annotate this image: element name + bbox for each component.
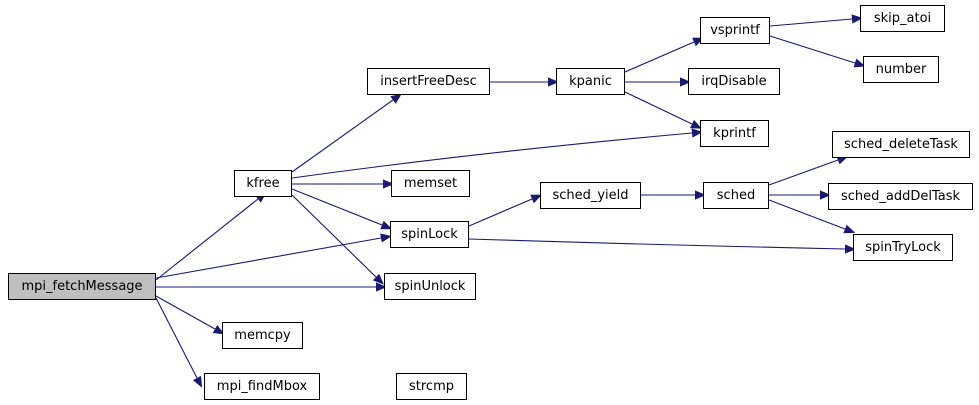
edge-kpanic-to-kprintf	[624, 91, 702, 129]
arrowhead-kpanic	[548, 77, 559, 87]
arrowhead-spinUnlock	[376, 282, 387, 292]
graph-node-label: sched	[716, 188, 756, 203]
edge-mpi_fetchMessage-to-spinUnlock	[156, 282, 387, 292]
arrowhead-sched_yield	[530, 194, 543, 204]
edge-mpi_fetchMessage-to-kfree	[155, 192, 267, 281]
graph-node-label: mpi_fetchMessage	[21, 279, 143, 294]
graph-node-insertFreeDesc[interactable]: insertFreeDesc	[367, 68, 490, 95]
edge-spinLock-to-spinTryLock	[468, 238, 856, 254]
edge-sched-to-spinTryLock	[768, 199, 856, 234]
graph-node-spinUnlock[interactable]: spinUnlock	[384, 273, 476, 300]
graph-node-irqDisable[interactable]: irqDisable	[688, 68, 780, 95]
graph-node-spinLock[interactable]: spinLock	[390, 221, 469, 248]
edge-kfree-to-spinLock	[291, 188, 393, 230]
edge-spinLock-to-sched_yield	[468, 194, 543, 227]
edge-kfree-to-spinUnlock	[291, 194, 384, 285]
arrowhead-spinLock	[380, 233, 392, 243]
graph-node-memcpy[interactable]: memcpy	[222, 322, 303, 349]
graph-node-label: sched_addDelTask	[840, 189, 961, 204]
arrowhead-memcpy	[212, 324, 225, 335]
graph-node-sched_deleteTask[interactable]: sched_deleteTask	[832, 131, 970, 158]
arrowhead-irqDisable	[680, 77, 691, 87]
graph-node-label: skip_atoi	[873, 11, 932, 26]
edge-mpi_fetchMessage-to-memcpy	[155, 295, 225, 335]
graph-node-label: spinUnlock	[394, 279, 466, 294]
graph-node-strcmp[interactable]: strcmp	[396, 373, 467, 400]
graph-node-spinTryLock[interactable]: spinTryLock	[853, 234, 953, 261]
arrowhead-spinUnlock	[372, 273, 384, 285]
edge-mpi_fetchMessage-to-mpi_findMbox	[155, 297, 203, 388]
arrowhead-sched	[695, 190, 706, 200]
arrowhead-insertFreeDesc	[390, 93, 402, 104]
arrowhead-kprintf	[690, 119, 702, 129]
edge-vsprintf-to-number	[769, 35, 866, 68]
arrowhead-spinTryLock	[843, 224, 856, 234]
arrowhead-skip_atoi	[851, 14, 863, 24]
graph-node-label: mpi_findMbox	[216, 379, 308, 394]
arrowhead-number	[853, 58, 866, 68]
edge-vsprintf-to-skip_atoi	[769, 14, 863, 27]
graph-node-label: number	[875, 62, 927, 77]
edge-sched_yield-to-sched	[641, 190, 706, 200]
graph-node-skip_atoi[interactable]: skip_atoi	[860, 5, 945, 32]
edge-sched-to-sched_addDelTask	[769, 190, 831, 200]
graph-node-label: strcmp	[409, 379, 454, 394]
graph-node-sched_yield[interactable]: sched_yield	[540, 182, 641, 209]
graph-node-label: kfree	[246, 176, 280, 191]
graph-node-label: memset	[403, 176, 458, 191]
graph-node-vsprintf[interactable]: vsprintf	[700, 17, 770, 44]
graph-node-label: sched_deleteTask	[844, 137, 958, 152]
graph-node-label: insertFreeDesc	[380, 74, 477, 89]
graph-node-mpi_fetchMessage[interactable]: mpi_fetchMessage	[8, 273, 156, 300]
graph-node-kpanic[interactable]: kpanic	[556, 68, 625, 95]
edge-kfree-to-insertFreeDesc	[291, 93, 402, 173]
graph-node-label: memcpy	[234, 328, 291, 343]
graph-node-memset[interactable]: memset	[391, 170, 470, 197]
arrowhead-sched_addDelTask	[820, 190, 831, 200]
graph-node-kprintf[interactable]: kprintf	[700, 120, 769, 147]
arrowhead-spinTryLock	[844, 244, 856, 254]
graph-node-sched_addDelTask[interactable]: sched_addDelTask	[828, 183, 973, 210]
arrowhead-mpi_findMbox	[192, 375, 203, 388]
arrowhead-kprintf	[691, 128, 703, 138]
graph-node-label: sched_yield	[552, 188, 629, 203]
edge-sched-to-sched_deleteTask	[768, 155, 849, 186]
graph-node-kfree[interactable]: kfree	[234, 170, 292, 197]
graph-node-label: spinTryLock	[865, 240, 941, 255]
edge-insertFreeDesc-to-kpanic	[490, 77, 559, 87]
edge-kfree-to-kprintf	[291, 128, 703, 179]
edge-mpi_fetchMessage-to-spinLock	[155, 233, 392, 279]
edge-kpanic-to-vsprintf	[624, 37, 705, 73]
graph-node-mpi_findMbox[interactable]: mpi_findMbox	[204, 373, 320, 400]
graph-node-label: spinLock	[401, 227, 458, 242]
arrowhead-memset	[383, 179, 394, 189]
graph-node-label: kpanic	[569, 74, 612, 89]
graph-node-label: irqDisable	[701, 74, 767, 89]
edge-kfree-to-memset	[292, 179, 394, 189]
graph-node-label: vsprintf	[710, 23, 760, 38]
arrowhead-spinLock	[380, 220, 393, 230]
graph-node-sched[interactable]: sched	[703, 182, 769, 209]
graph-node-label: kprintf	[713, 126, 756, 141]
graph-node-number[interactable]: number	[863, 56, 939, 83]
edge-kpanic-to-irqDisable	[625, 77, 691, 87]
